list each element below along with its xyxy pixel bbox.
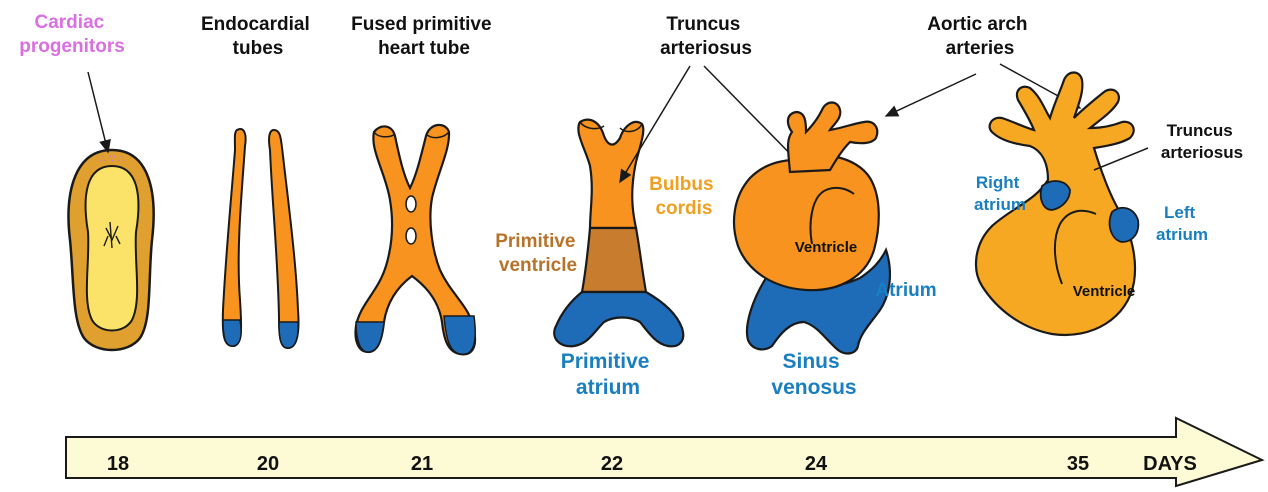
stage-24-looped-heart [734, 103, 890, 354]
stage-24-sinus-label: Sinus venosus [771, 350, 856, 399]
stage-35-truncus-pointer [1094, 148, 1148, 170]
fusion-gap-upper [406, 196, 416, 212]
stage-21-label: Fused primitive heart tube [351, 14, 497, 59]
stage-22-primitive-atrium [554, 292, 683, 346]
day-22: 22 [601, 453, 623, 475]
stage-22-atrium-label: Primitive atrium [561, 350, 656, 399]
timeline-arrow [66, 418, 1262, 486]
stage-24-truncus-arteries [788, 103, 877, 173]
aortic-arch-label: Aortic arch arteries [927, 14, 1033, 59]
progenitor-marks: ∴ ∵ ∴ [100, 154, 125, 165]
stage-18-pointer [88, 72, 108, 152]
disc-inner [86, 166, 139, 331]
right-endocardial-tube [269, 130, 298, 348]
stage-22-bulbus-cordis [578, 120, 643, 228]
left-tube-atrium [223, 320, 241, 346]
day-18: 18 [107, 453, 129, 475]
day-20: 20 [257, 453, 279, 475]
stage-22-bulbus-label: Bulbus cordis [649, 174, 719, 219]
stage-35-right-atrium-label: Right atrium [974, 173, 1026, 214]
stage-18-embryonic-disc: ∴ ∵ ∴ [69, 150, 154, 350]
stage-35-truncus-label: Truncus arteriosus [1161, 121, 1243, 162]
aortic-pointer-24 [886, 74, 976, 116]
stage-20-label: Endocardial tubes [201, 14, 315, 59]
day-21: 21 [411, 453, 433, 475]
stage-20-endocardial-tubes [223, 129, 299, 348]
fused-tube-right-atrium [444, 316, 475, 354]
timeline: 18 20 21 22 24 35 DAYS [66, 418, 1262, 486]
right-tube-atrium [279, 322, 298, 348]
stage-35-ventricle-label: Ventricle [1073, 283, 1136, 300]
stage-24-ventricle-label: Ventricle [795, 239, 858, 256]
left-endocardial-tube [223, 129, 246, 346]
stage-22-ventricle-label: Primitive ventricle [495, 231, 581, 276]
truncus-arteriosus-label: Truncus arteriosus [660, 14, 752, 59]
fusion-gap-lower [406, 228, 416, 244]
stage-35-left-atrium-label: Left atrium [1156, 203, 1208, 244]
stage-22-primitive-ventricle [582, 228, 646, 292]
days-unit: DAYS [1143, 453, 1197, 475]
fused-tube-left-atrium [356, 322, 384, 352]
stage-24-atrium-label: Atrium [875, 280, 936, 301]
stage-18-label: Cardiac progenitors [19, 12, 125, 57]
day-24: 24 [805, 453, 828, 475]
stage-35-left-atrium [1110, 208, 1139, 242]
day-35: 35 [1067, 453, 1089, 475]
stage-24-ventricle-loop [734, 155, 879, 290]
stage-21-fused-heart-tube [356, 125, 476, 354]
